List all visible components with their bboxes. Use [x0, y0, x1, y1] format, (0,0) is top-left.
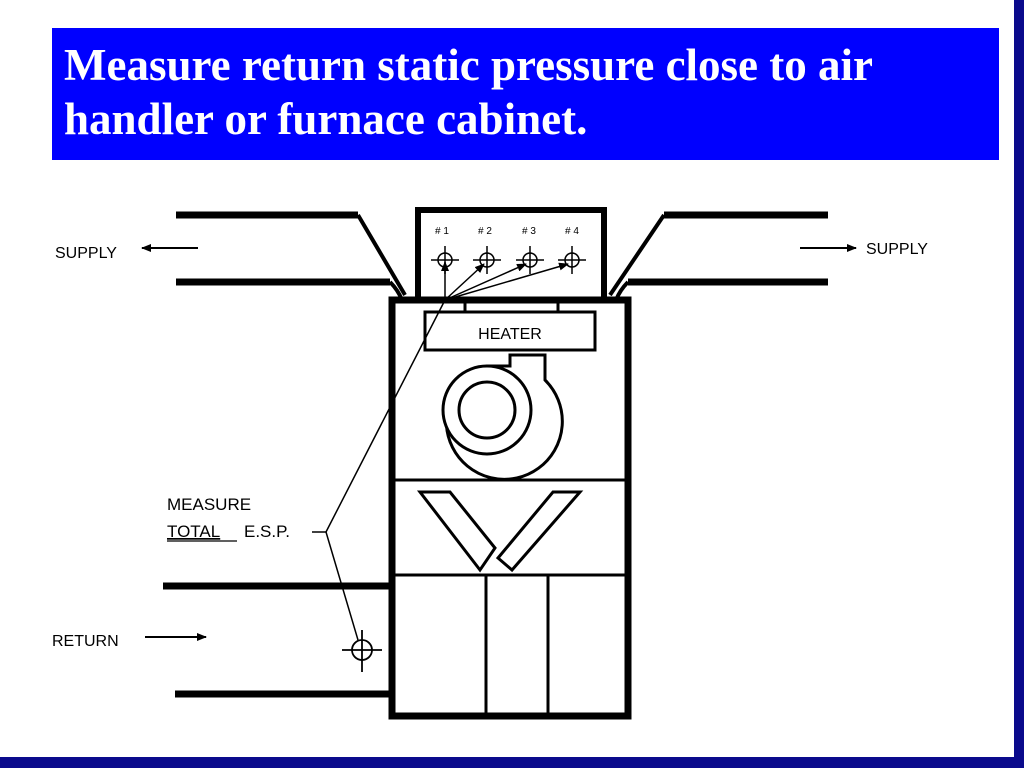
measure-total-label: TOTAL — [167, 522, 220, 541]
port-label-2: # 2 — [478, 226, 492, 237]
port-label-4: # 4 — [565, 226, 579, 237]
right-border — [1014, 0, 1024, 768]
supply-duct-right — [608, 211, 828, 301]
supply-left-label: SUPPLY — [55, 245, 117, 262]
tap-leader-lines — [441, 261, 569, 301]
furnace-cabinet — [388, 296, 632, 720]
supply-right-label: SUPPLY — [866, 241, 928, 258]
heater-label: HEATER — [478, 326, 542, 343]
pressure-tap-3 — [516, 246, 544, 274]
pressure-tap-4 — [558, 246, 586, 274]
heater-box — [423, 310, 597, 352]
return-pressure-tap — [342, 630, 382, 672]
blower-fan — [441, 353, 564, 481]
return-duct — [163, 582, 392, 698]
a-coil — [416, 490, 584, 573]
esp-callout-lines — [312, 299, 446, 641]
pressure-tap-2 — [473, 246, 501, 274]
port-label-1: # 1 — [435, 226, 449, 237]
slide-title: Measure return static pressure close to … — [64, 40, 873, 144]
title-banner: Measure return static pressure close to … — [52, 28, 999, 160]
measure-label-line1: MEASURE — [167, 495, 251, 514]
measure-esp-label: E.S.P. — [244, 522, 290, 541]
port-label-3: # 3 — [522, 226, 536, 237]
bottom-border — [0, 757, 1024, 768]
supply-duct-left — [176, 211, 407, 301]
return-label: RETURN — [52, 633, 119, 650]
